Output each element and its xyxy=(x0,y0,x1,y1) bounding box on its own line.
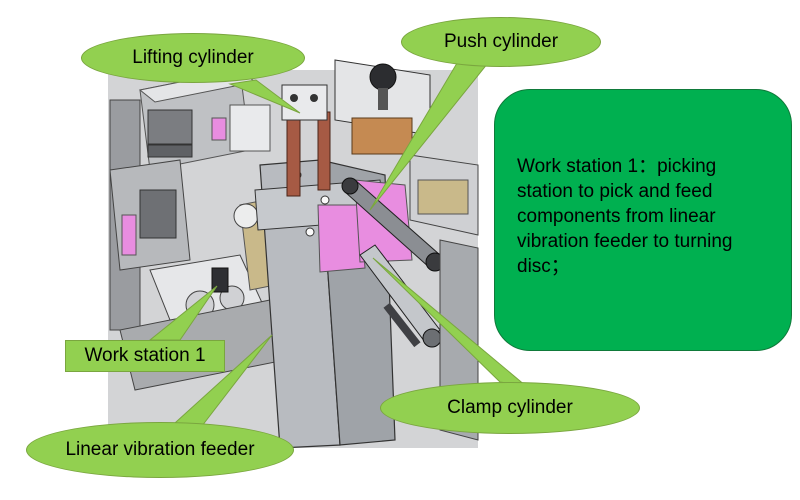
callout-work-station-1: Work station 1 xyxy=(65,340,225,372)
right-rail-pad xyxy=(417,179,469,215)
left-plate xyxy=(139,189,177,239)
leader-push xyxy=(369,57,489,211)
pink-part-top-left xyxy=(211,117,227,141)
lifting-hole-2 xyxy=(310,94,318,102)
guide-rail xyxy=(147,109,193,145)
description-text: Work station 1：picking station to pick a… xyxy=(517,156,733,277)
knob-stem xyxy=(378,88,388,110)
description-box: Work station 1：picking station to pick a… xyxy=(494,89,792,351)
callout-clamp-cylinder: Clamp cylinder xyxy=(380,382,640,434)
leader-lifting xyxy=(228,79,301,114)
callout-linear-vibration-feeder: Linear vibration feeder xyxy=(26,422,294,478)
bolt-2 xyxy=(320,195,330,205)
lifting-hole-1 xyxy=(290,94,298,102)
top-block-bar xyxy=(351,117,413,155)
leader-work-station xyxy=(148,285,218,341)
pink-part-left xyxy=(121,214,137,256)
bracket xyxy=(229,104,271,152)
lifting-cylinder-head xyxy=(281,84,328,121)
callout-work-station-1-label: Work station 1 xyxy=(84,345,206,366)
callout-push-cylinder-label: Push cylinder xyxy=(443,31,559,52)
callout-lifting-cylinder-label: Lifting cylinder xyxy=(132,47,254,68)
push-cylinder-front xyxy=(341,177,359,195)
callout-clamp-cylinder-label: Clamp cylinder xyxy=(447,397,573,418)
callout-push-cylinder: Push cylinder xyxy=(401,17,601,67)
guide-rail-2 xyxy=(147,144,193,158)
feeder-nozzle xyxy=(211,267,229,293)
callout-lifting-cylinder: Lifting cylinder xyxy=(81,33,305,83)
clamp-shaft xyxy=(383,302,421,348)
bolt-3 xyxy=(305,227,315,237)
callout-linear-vibration-feeder-label: Linear vibration feeder xyxy=(65,439,255,460)
pink-jaw-left xyxy=(317,204,366,273)
